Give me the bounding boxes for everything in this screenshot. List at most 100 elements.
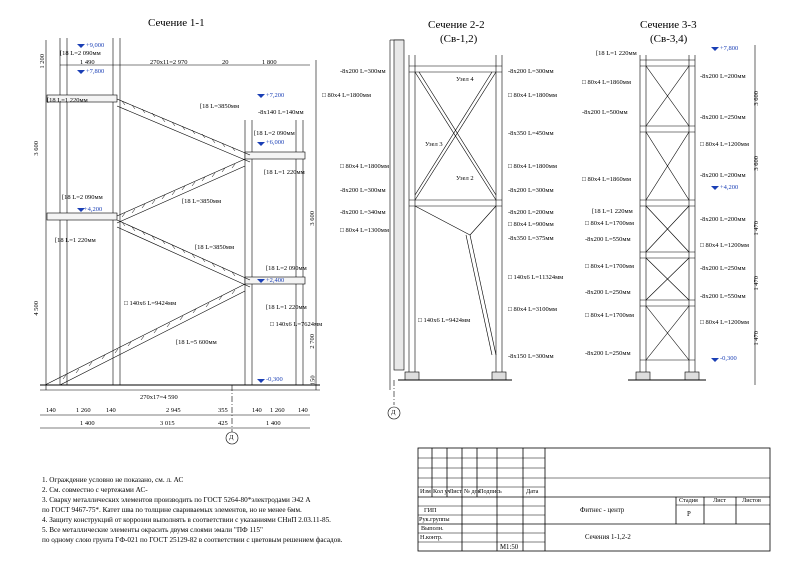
tb-role: ГИП [424,507,437,514]
dimension-label: 3 015 [160,420,175,427]
tb-drawing-title: Сечения 1-1,2-2 [585,534,631,541]
tb-stage-header: Стадия [679,497,698,504]
section-1-1-geometry [40,38,320,445]
member-label: -8x200 L=200мм [700,172,746,179]
stair-treads [62,100,236,380]
node-label: Узел 3 [425,141,443,148]
member-label: -8x200 L=250мм [700,265,746,272]
dimension-label: 1 470 [753,275,761,291]
member-label: □ 80x4 L=1860мм [582,176,632,183]
member-label: [18 L=1 220мм [592,208,633,215]
member-label: -8x200 L=250мм [585,350,631,357]
tb-stage: Р [687,511,691,518]
level-label: +6,000 [266,139,285,146]
dimension-label: 1 470 [753,220,761,236]
beam-label: [18 L=2 090мм [60,50,101,57]
dimension-label: 3 600 [753,90,761,106]
note-line: 3. Сварку металлических элементов произв… [42,496,311,504]
dimension-label: 140 [252,407,262,414]
member-label: □ 80x4 L=1300мм [340,227,390,234]
axis-label: Д [391,409,396,416]
member-label: -8x200 L=300мм [508,187,554,194]
tb-sheets-header: Листов [742,497,761,504]
beam-label: [18 L=3850мм [182,198,222,205]
member-label: □ 80x4 L=900мм [508,221,554,228]
member-label: -8x150 L=300мм [508,353,554,360]
member-label: -8x200 L=200мм [700,216,746,223]
note-line: по одному слою грунта ГФ-021 по ГОСТ 251… [42,536,343,544]
member-label: [18 L=1 220мм [596,50,637,57]
tb-header: Лист [449,488,462,495]
member-label: □ 80x4 L=1700мм [585,220,635,227]
member-label: □ 80x4 L=1200мм [700,242,750,249]
dimension-label: 4 500 [33,300,41,316]
beam-label: [18 L=3850мм [195,244,235,251]
tb-project: Фитнес - центр [580,507,625,514]
member-label: □ 80x4 L=1800мм [508,92,558,99]
member-label: □ 80x4 L=1700мм [585,263,635,270]
tb-role: Выполн. [421,525,444,532]
beam-label: [18 L=2 090мм [62,194,103,201]
tb-role: Н.контр. [420,534,443,541]
section-2-2-title: Сечение 2-2 [428,19,485,31]
dimension-label: 3 600 [753,155,761,171]
dimension-label: 1 400 [266,420,281,427]
dimension-label: 3 600 [33,140,41,156]
member-label: -8x200 L=300мм [340,187,386,194]
tb-header: Изм [420,488,431,495]
title-block-frame [417,447,771,552]
tube-label: □ 140x6 L=7624мм [270,321,323,328]
dimension-label: 2 945 [166,407,181,414]
dimension-label: 355 [218,407,228,414]
dimension-label: 1 260 [76,407,91,414]
member-label: □ 80x4 L=3100мм [508,306,558,313]
member-label: □ 80x4 L=1800мм [340,163,390,170]
level-markers [77,44,719,383]
member-label: -8x200 L=250мм [700,114,746,121]
tb-scale: М1:50 [500,544,519,551]
section-3-3-title: Сечение 3-3 [640,19,697,31]
note-line: 2. См. совместно с чертежами АС- [42,486,148,494]
tb-header: Кол уч [433,488,451,495]
member-label: -8x200 L=250мм [585,289,631,296]
beam-label: [18 L=2 090мм [254,130,295,137]
member-label: -8x200 L=200мм [508,209,554,216]
beam-label: [18 L=1 220мм [55,237,96,244]
tb-header: Подпись [479,488,502,495]
level-label: +2,400 [266,277,285,284]
section-2-2-geometry [387,39,512,420]
dimension-label: 1 260 [270,407,285,414]
beam-label: [18 L=1 220мм [47,97,88,104]
member-label: -8x200 L=550мм [700,293,746,300]
dimension-label: 150 [309,375,317,386]
dimension-label: 1 800 [262,59,277,66]
dimension-label: 270x11=2 970 [150,59,188,66]
dimension-label: 20 [222,59,229,66]
level-label: -0,300 [266,376,283,383]
member-label: □ 140x6 L=11324мм [508,274,564,281]
tb-role: Рук.группы [419,516,450,523]
dimension-label: 270x17=4 590 [140,394,178,401]
member-label: -8x200 L=200мм [700,73,746,80]
beam-label: [18 L=2 090мм [266,265,307,272]
dimension-label: 3 600 [309,210,317,226]
member-label: -8x200 L=550мм [585,236,631,243]
beam-label: [18 L=1 220мм [266,304,307,311]
level-label: +7,800 [720,45,739,52]
axis-label: Д [229,434,234,441]
note-line: 1. Ограждение условно не показано, см. л… [42,476,184,484]
member-label: □ 80x4 L=1700мм [585,312,635,319]
member-label: -8x350 L=375мм [508,235,554,242]
level-label: +9,000 [86,42,105,49]
plate-label: -8x140 L=140мм [258,109,304,116]
member-label: -8x200 L=300мм [340,68,386,75]
section-1-1-title: Сечение 1-1 [148,17,205,29]
tb-header: № док [464,488,481,495]
member-label: □ 80x4 L=1800мм [322,92,372,99]
dimension-label: 140 [298,407,308,414]
beam-label: [18 L=3850мм [200,103,240,110]
dimension-label: 2 700 [309,333,317,349]
member-label: □ 80x4 L=1800мм [508,163,558,170]
